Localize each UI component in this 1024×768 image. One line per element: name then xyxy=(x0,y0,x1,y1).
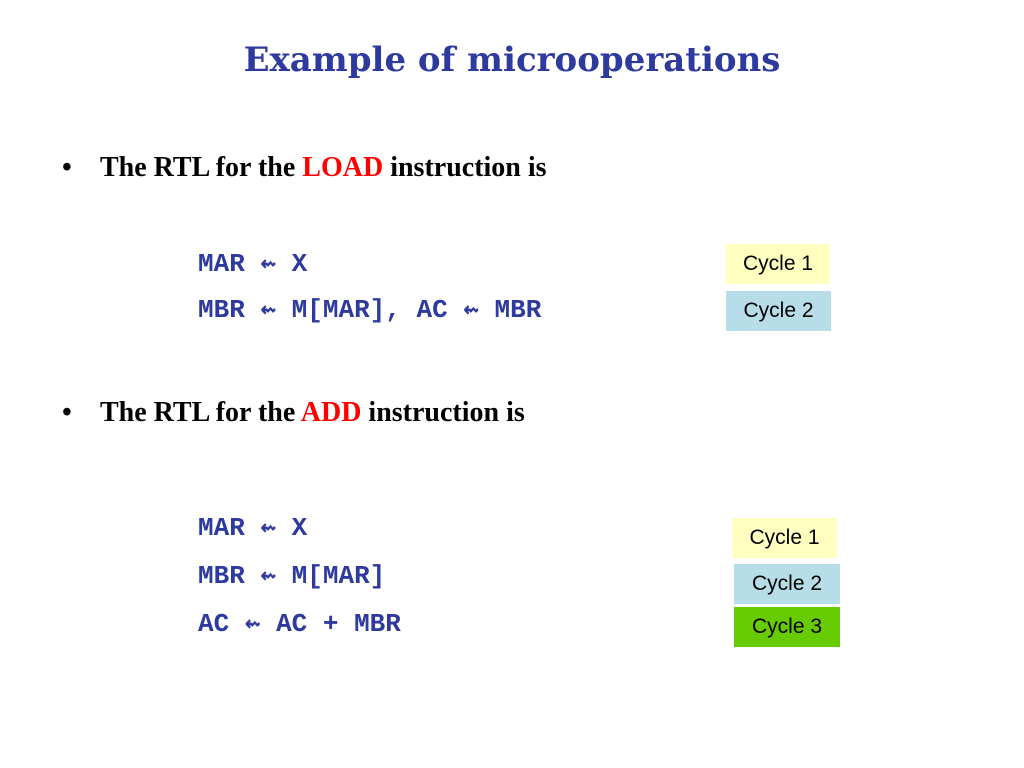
bullet-load-suffix: instruction is xyxy=(383,152,547,183)
bullet-icon: • xyxy=(62,152,72,183)
add-cycle-3-badge: Cycle 3 xyxy=(734,607,840,647)
add-cycle-2-badge: Cycle 2 xyxy=(734,564,840,604)
add-rtl-line-1: MAR ⇜ X xyxy=(198,513,308,543)
load-keyword: LOAD xyxy=(302,152,384,183)
slide-title: Example of microoperations xyxy=(243,40,781,80)
bullet-add-prefix: The RTL for the xyxy=(100,397,301,428)
bullet-add-suffix: instruction is xyxy=(361,397,525,428)
load-rtl-line-1: MAR ⇜ X xyxy=(198,249,308,279)
load-rtl-line-2: MBR ⇜ M[MAR], AC ⇜ MBR xyxy=(198,295,542,325)
add-cycle-1-badge: Cycle 1 xyxy=(732,518,837,558)
add-keyword: ADD xyxy=(300,397,362,428)
load-cycle-2-badge: Cycle 2 xyxy=(726,291,831,331)
add-rtl-line-3: AC ⇜ AC + MBR xyxy=(198,609,401,639)
add-rtl-line-2: MBR ⇜ M[MAR] xyxy=(198,561,386,591)
bullet-load-prefix: The RTL for the xyxy=(100,152,303,183)
bullet-load: • The RTL for the LOAD instruction is xyxy=(62,152,547,184)
bullet-add: • The RTL for the ADD instruction is xyxy=(62,397,525,429)
bullet-icon: • xyxy=(62,397,72,428)
load-cycle-1-badge: Cycle 1 xyxy=(726,244,830,284)
